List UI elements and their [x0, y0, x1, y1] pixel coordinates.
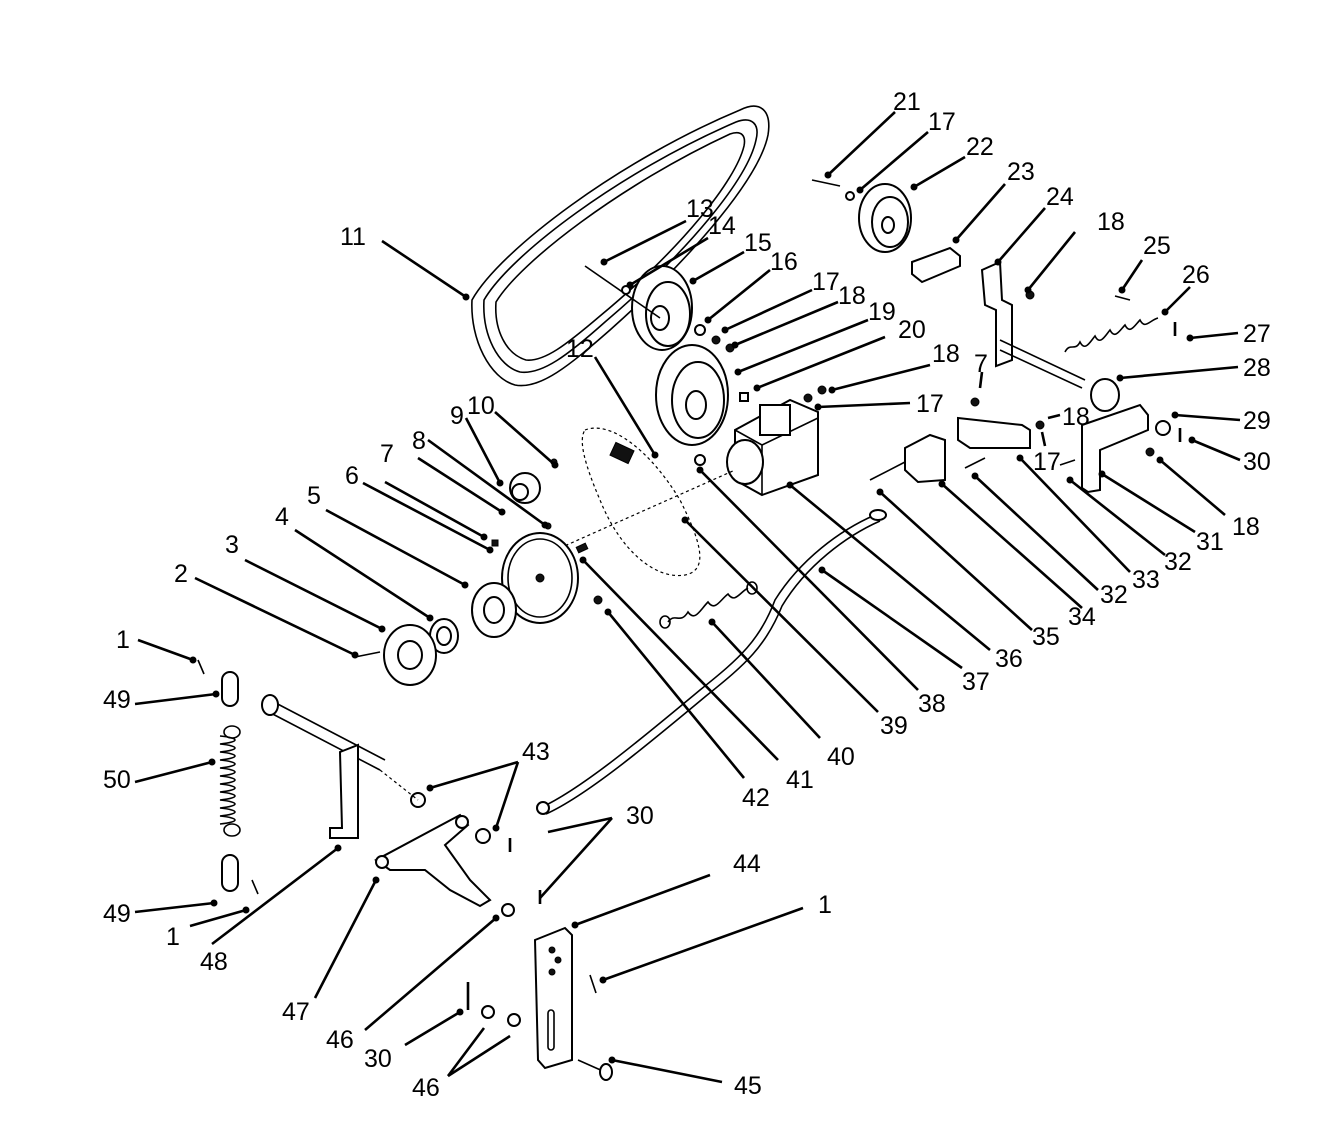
callout-29: 29 — [1243, 407, 1271, 435]
callout-30: 30 — [1243, 448, 1271, 476]
callout-12: 12 — [566, 335, 594, 363]
callout-4: 4 — [275, 503, 289, 531]
callout-6: 6 — [345, 462, 359, 490]
callout-34: 34 — [1068, 603, 1096, 631]
callout-49: 49 — [103, 686, 131, 714]
callout-49: 49 — [103, 900, 131, 928]
callout-46: 46 — [326, 1026, 354, 1054]
leader-lines — [134, 111, 1241, 1084]
callout-17: 17 — [1033, 448, 1061, 476]
callout-15: 15 — [744, 229, 772, 257]
callout-40: 40 — [827, 743, 855, 771]
callout-11: 11 — [340, 223, 366, 251]
part-9-10-hub — [509, 458, 558, 504]
callout-43: 43 — [522, 738, 550, 766]
callout-30: 30 — [626, 802, 654, 830]
callout-22: 22 — [966, 133, 994, 161]
callout-19: 19 — [868, 298, 896, 326]
part-28-31-bracket-and-pulley — [1059, 378, 1182, 494]
part-49-50-spring-links — [197, 659, 259, 895]
callout-16: 16 — [770, 248, 798, 276]
callout-32: 32 — [1100, 581, 1128, 609]
callout-20: 20 — [898, 316, 926, 344]
callout-1: 1 — [116, 626, 130, 654]
part-43-47-lever-arm — [374, 769, 542, 917]
callout-41: 41 — [786, 766, 814, 794]
part-19-main-pulley — [655, 344, 749, 446]
callout-37: 37 — [962, 668, 990, 696]
callout-46: 46 — [412, 1074, 440, 1102]
part-2-5-bearing-assembly — [354, 539, 517, 686]
callout-10: 10 — [467, 392, 495, 420]
callout-31: 31 — [1196, 528, 1224, 556]
callout-35: 35 — [1032, 623, 1060, 651]
callout-33: 33 — [1132, 566, 1160, 594]
callout-26: 26 — [1182, 261, 1210, 289]
callout-17: 17 — [916, 390, 944, 418]
part-11-drive-belt — [471, 105, 770, 387]
callout-18: 18 — [1097, 208, 1125, 236]
callout-1: 1 — [166, 923, 180, 951]
callout-48: 48 — [200, 948, 228, 976]
callout-18: 18 — [1232, 513, 1260, 541]
part-36-gearbox — [694, 385, 827, 497]
callout-1: 1 — [818, 891, 832, 919]
part-48-shift-lever-shaft — [261, 694, 386, 839]
part-12-40-belt-guide — [559, 427, 736, 577]
callout-17: 17 — [928, 108, 956, 136]
part-38-control-rod — [536, 509, 887, 815]
callout-21: 21 — [893, 88, 921, 116]
callout-39: 39 — [880, 712, 908, 740]
callout-2: 2 — [174, 560, 188, 588]
callout-50: 50 — [103, 766, 131, 794]
callout-7: 7 — [974, 350, 988, 378]
part-6-disc — [501, 522, 603, 624]
callout-8: 8 — [412, 427, 426, 455]
part-26-tension-spring — [1064, 295, 1177, 353]
callout-28: 28 — [1243, 354, 1271, 382]
callout-18: 18 — [1062, 403, 1090, 431]
part-44-45-slotted-plate — [466, 926, 613, 1081]
callout-36: 36 — [995, 645, 1023, 673]
callout-14: 14 — [708, 212, 736, 240]
callout-18: 18 — [838, 282, 866, 310]
part-33-35-mount-plate — [869, 397, 1045, 484]
part-21-22-idler-pulley — [811, 179, 961, 284]
callout-23: 23 — [1007, 158, 1035, 186]
callout-13: 13 — [686, 195, 714, 223]
callout-44: 44 — [733, 850, 761, 878]
callout-38: 38 — [918, 690, 946, 718]
part-39-spring — [659, 581, 758, 629]
callout-5: 5 — [307, 482, 321, 510]
callout-30: 30 — [364, 1045, 392, 1073]
callout-24: 24 — [1046, 183, 1074, 211]
callout-9: 9 — [450, 402, 464, 430]
callout-7: 7 — [380, 440, 394, 468]
callout-32: 32 — [1164, 548, 1192, 576]
callout-45: 45 — [734, 1072, 762, 1100]
callout-18: 18 — [932, 340, 960, 368]
callout-labels: 1 2 3 4 5 6 7 8 9 10 11 12 13 14 15 16 1… — [103, 88, 1271, 1102]
callout-27: 27 — [1243, 320, 1271, 348]
callout-25: 25 — [1143, 232, 1171, 260]
part-14-15-upper-pulley — [584, 265, 735, 353]
callout-42: 42 — [742, 784, 770, 812]
part-24-pivot-arm — [980, 260, 1086, 389]
callout-47: 47 — [282, 998, 310, 1026]
callout-17: 17 — [812, 268, 840, 296]
callout-3: 3 — [225, 531, 239, 559]
